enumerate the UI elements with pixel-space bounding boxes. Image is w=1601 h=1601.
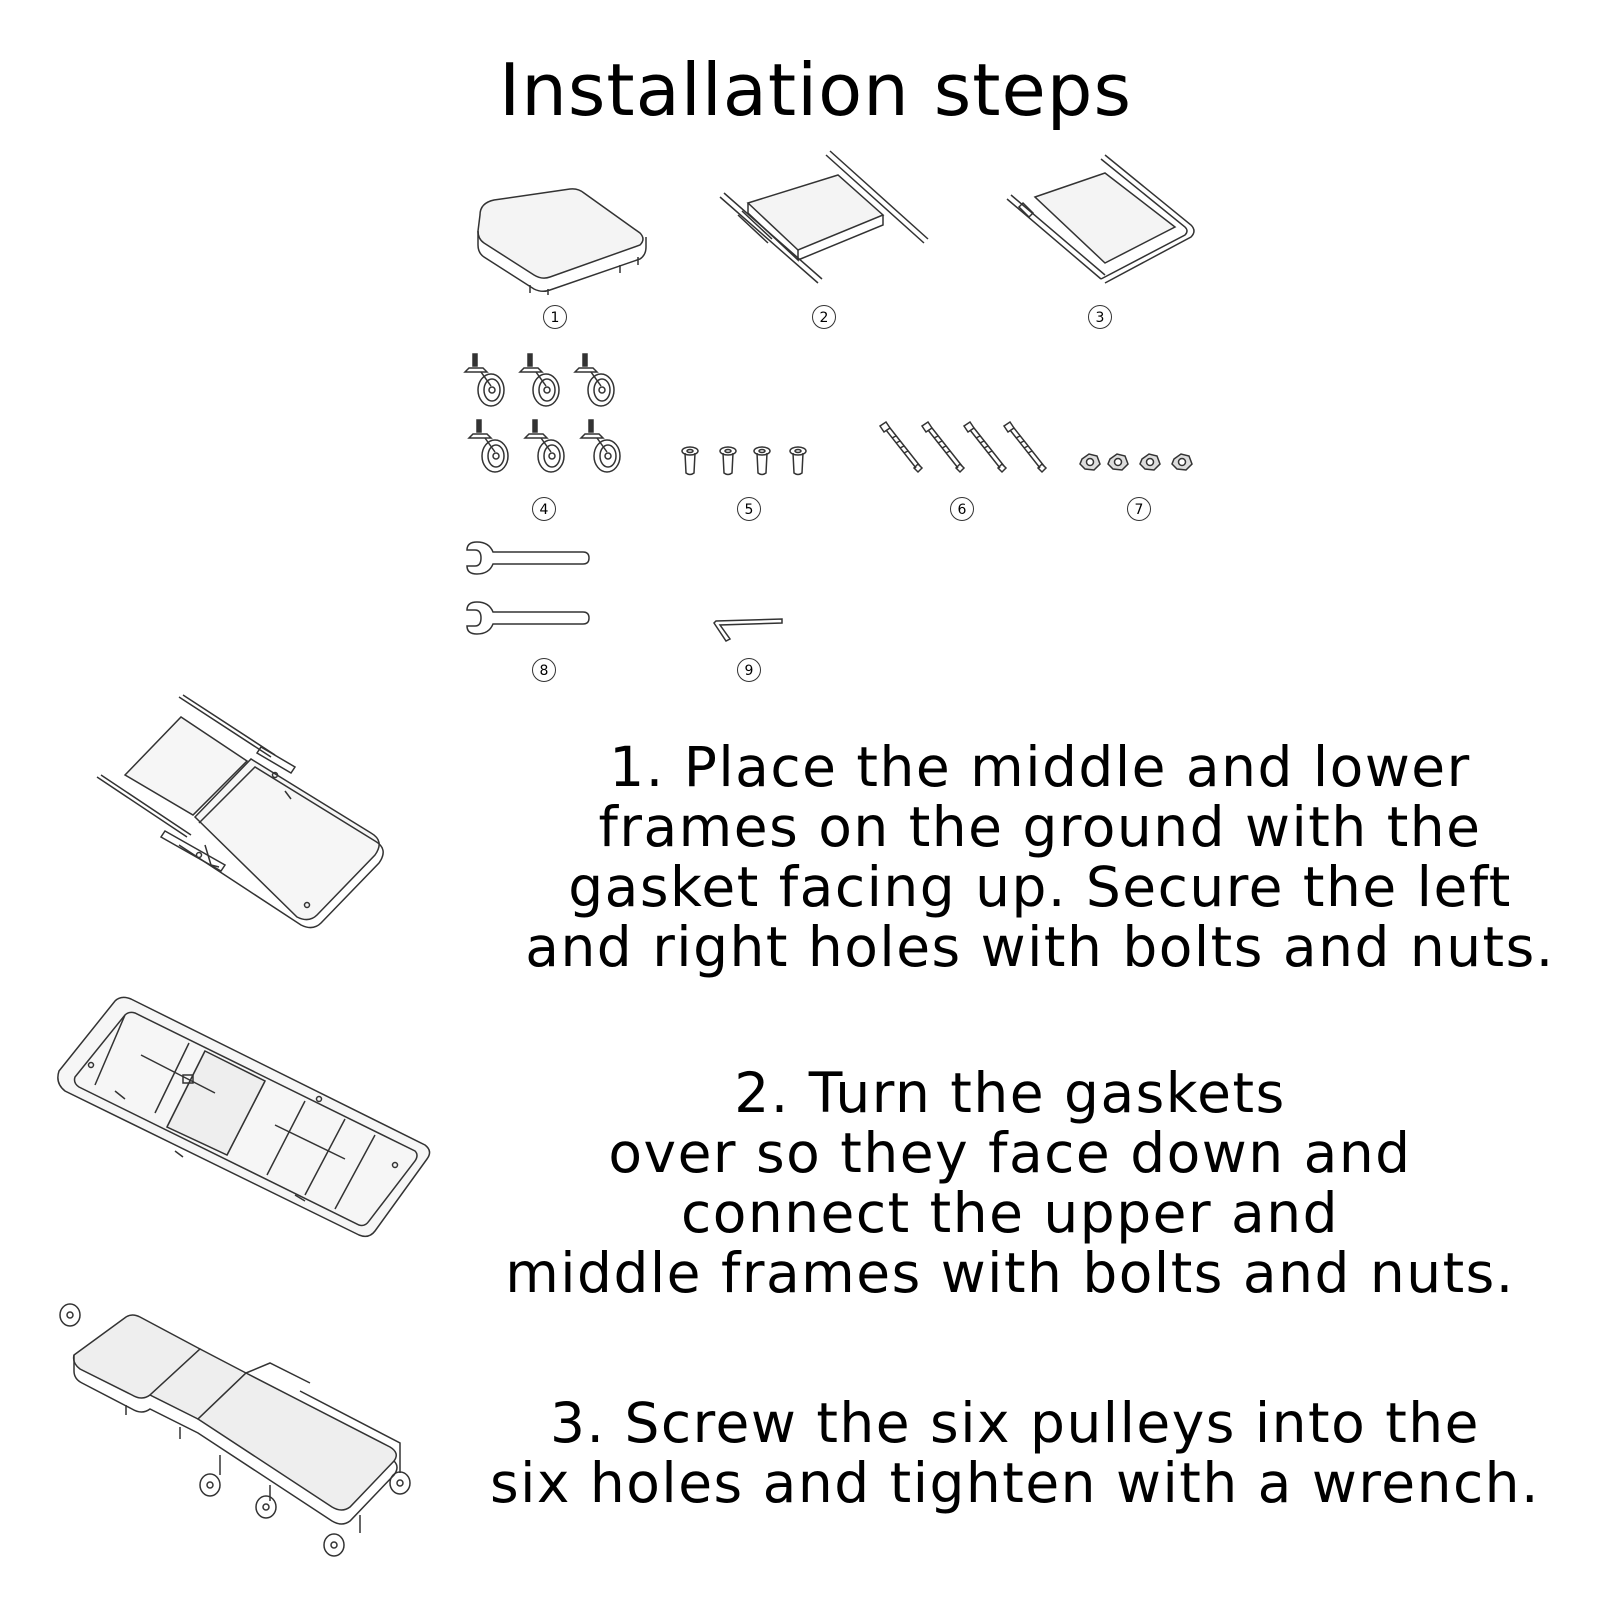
step-3-line-2: six holes and tighten with a wrench. [489, 1451, 1541, 1515]
part-number-8: 8 [532, 658, 556, 682]
assembled-creeper-illustration [70, 1315, 415, 1565]
page-title: Installation steps [499, 48, 1132, 132]
step-2-text: 2. Turn the gaskets over so they face do… [460, 1063, 1560, 1303]
part-number-5: 5 [737, 497, 761, 521]
step-1-text: 1. Place the middle and lower frames on … [490, 737, 1590, 977]
step-2-line-2: over so they face down and [608, 1121, 1412, 1185]
middle-frame-icon [718, 155, 928, 290]
part-number-2: 2 [812, 305, 836, 329]
step-3-text: 3. Screw the six pulleys into the six ho… [465, 1393, 1565, 1513]
frames-gasket-up-illustration [95, 695, 395, 935]
part-number-4: 4 [532, 497, 556, 521]
step-3-line-1: 3. Screw the six pulleys into the [550, 1391, 1480, 1455]
hex-nuts-icon [1078, 452, 1203, 478]
frames-gasket-down-illustration [55, 995, 435, 1250]
step-1-line-4: and right holes with bolts and nuts. [525, 915, 1555, 979]
seat-pad-icon [470, 185, 660, 295]
hex-key-icon [712, 615, 787, 645]
part-number-3: 3 [1088, 305, 1112, 329]
step-2-line-4: middle frames with bolts and nuts. [505, 1241, 1515, 1305]
step-2-line-3: connect the upper and [680, 1181, 1340, 1245]
step-1-line-2: frames on the ground with the [598, 795, 1482, 859]
part-number-1: 1 [543, 305, 567, 329]
lower-frame-icon [1005, 155, 1200, 290]
wrenches-icon [465, 540, 595, 640]
part-number-6: 6 [950, 497, 974, 521]
step-2-line-1: 2. Turn the gaskets [734, 1061, 1286, 1125]
step-1-line-3: gasket facing up. Secure the left [568, 855, 1512, 919]
step-1-line-1: 1. Place the middle and lower [609, 735, 1471, 799]
caster-wheels-icon [465, 352, 635, 482]
part-number-9: 9 [737, 658, 761, 682]
part-number-7: 7 [1127, 497, 1151, 521]
sleeve-nuts-icon [680, 445, 815, 485]
bolts-icon [878, 420, 1053, 480]
